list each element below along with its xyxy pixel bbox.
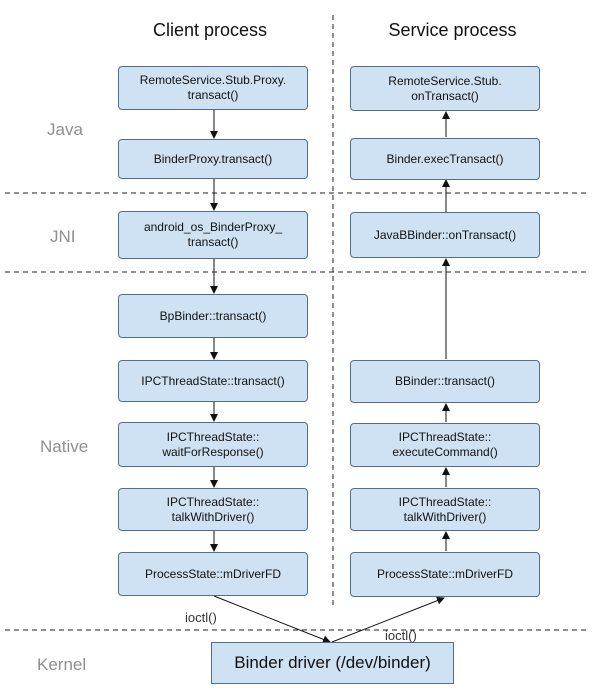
arrow-ioctl-client bbox=[213, 595, 331, 644]
client-ipc-wait-for-response-box: IPCThreadState:: waitForResponse() bbox=[118, 422, 308, 467]
service-java-bbinder-on-transact-box: JavaBBinder::onTransact() bbox=[350, 212, 540, 258]
client-process-state-driver-fd-box: ProcessState::mDriverFD bbox=[118, 552, 308, 596]
client-stub-proxy-transact-box: RemoteService.Stub.Proxy. transact() bbox=[118, 66, 308, 110]
service-bbinder-transact-box: BBinder::transact() bbox=[350, 360, 540, 403]
client-ipc-transact-box: IPCThreadState::transact() bbox=[118, 360, 308, 402]
layer-label-kernel: Kernel bbox=[37, 655, 87, 674]
client-process-header: Client process bbox=[152, 20, 268, 40]
service-stub-on-transact-box: RemoteService.Stub. onTransact() bbox=[350, 66, 540, 111]
service-ipc-talk-with-driver-box: IPCThreadState:: talkWithDriver() bbox=[350, 488, 540, 531]
service-ipc-execute-command-box: IPCThreadState:: executeCommand() bbox=[350, 423, 540, 467]
binder-driver-box: Binder driver (/dev/binder) bbox=[211, 642, 454, 684]
service-binder-exec-transact-box: Binder.execTransact() bbox=[350, 138, 540, 180]
layer-label-java: Java bbox=[47, 120, 83, 139]
layer-label-jni: JNI bbox=[50, 227, 76, 246]
layer-label-native: Native bbox=[40, 437, 89, 456]
client-ipc-talk-with-driver-box: IPCThreadState:: talkWithDriver() bbox=[118, 488, 308, 531]
client-bpbinder-transact-box: BpBinder::transact() bbox=[118, 294, 308, 338]
client-jni-binder-proxy-transact-box: android_os_BinderProxy_ transact() bbox=[118, 211, 308, 259]
service-process-header: Service process bbox=[388, 20, 517, 40]
client-binder-proxy-transact-box: BinderProxy.transact() bbox=[118, 139, 308, 179]
ioctl-service-label: ioctl() bbox=[385, 628, 417, 643]
arrow-ioctl-service bbox=[331, 596, 445, 643]
ioctl-client-label: ioctl() bbox=[185, 610, 217, 625]
service-process-state-driver-fd-box: ProcessState::mDriverFD bbox=[350, 552, 540, 597]
